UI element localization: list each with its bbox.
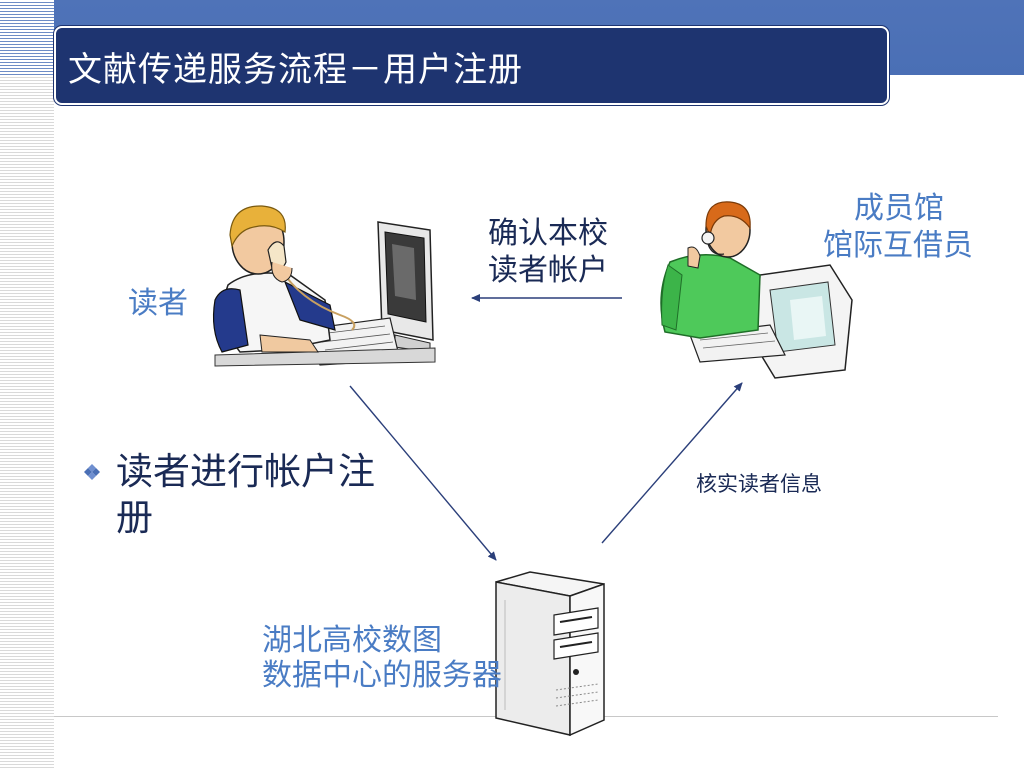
left-stripe-header	[0, 0, 54, 75]
reader-monitor-icon	[377, 221, 434, 353]
reader-clipart-icon	[212, 205, 436, 367]
page-title: 文献传递服务流程－用户注册	[68, 50, 523, 90]
librarian-clipart-icon	[660, 201, 853, 379]
server-label-line1: 湖北高校数图	[262, 623, 442, 658]
member-library-label: 成员馆	[854, 191, 944, 226]
confirm-label-line1: 确认本校	[488, 216, 608, 251]
reader-desk	[214, 347, 436, 367]
server-label-line2: 数据中心的服务器	[262, 658, 502, 693]
bullet-text-line1: 读者进行帐户注	[116, 450, 375, 493]
arrow-reader-to-server	[349, 385, 497, 561]
confirm-label-line2: 读者帐户	[488, 253, 608, 288]
arrow-server-to-librarian	[601, 382, 743, 544]
verify-label: 核实读者信息	[696, 472, 822, 496]
left-stripe-decoration	[0, 0, 54, 768]
headset-icon	[701, 231, 715, 245]
title-box: 文献传递服务流程－用户注册	[54, 26, 889, 105]
reader-label: 读者	[128, 286, 188, 321]
server-clipart-icon	[495, 571, 605, 737]
ill-staff-label: 馆际互借员	[823, 228, 973, 263]
bullet-text-line2: 册	[116, 496, 153, 539]
diamond-bullet-icon	[84, 464, 100, 480]
